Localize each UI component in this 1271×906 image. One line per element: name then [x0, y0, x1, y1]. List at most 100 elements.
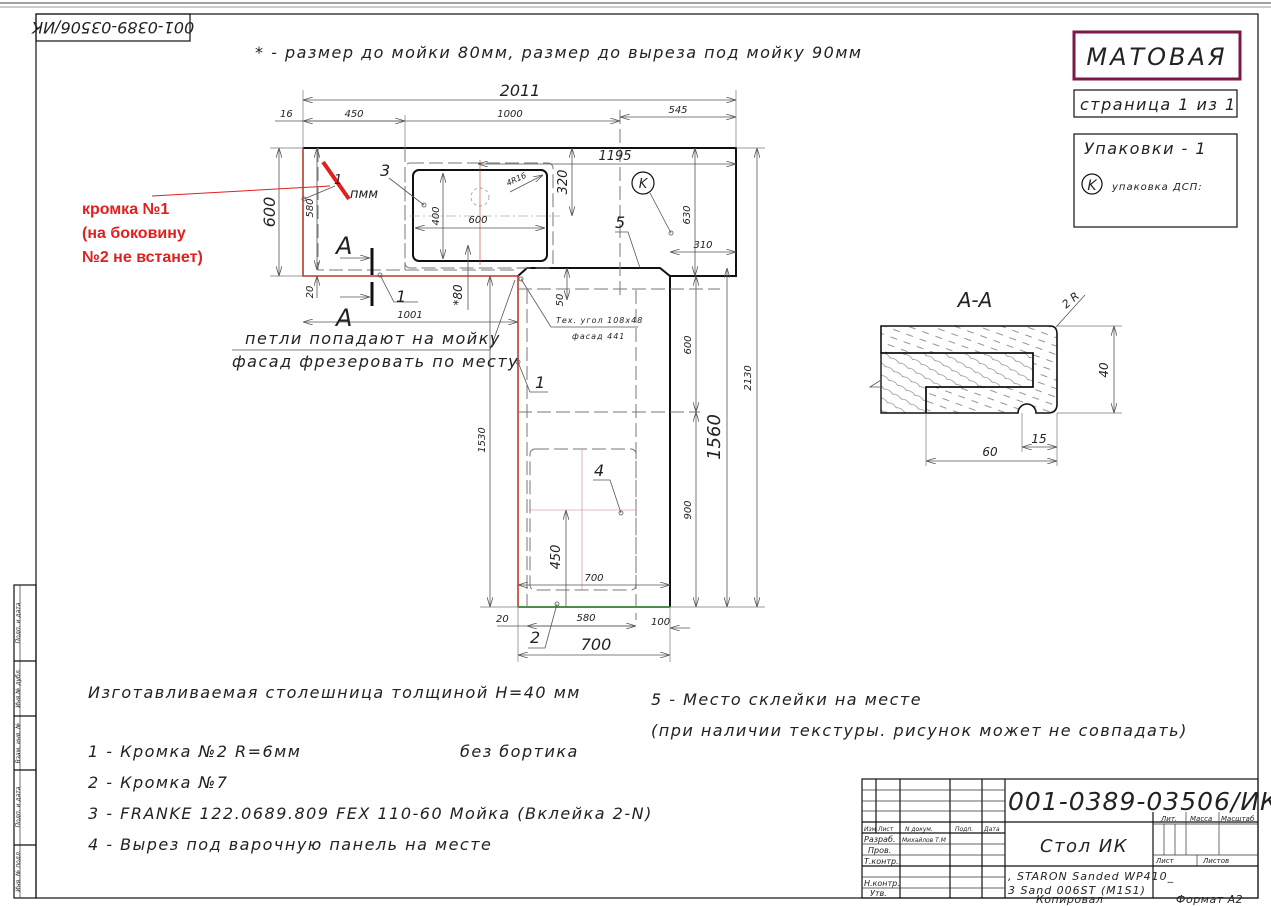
header-note: * - размер до мойки 80мм, размер до выре…: [255, 43, 862, 62]
section-mark-bottom: A: [334, 304, 352, 332]
dim-310: 310: [693, 240, 712, 251]
section-width-60: 60: [982, 445, 998, 459]
dim-50: 50: [555, 294, 566, 307]
dim-1195: 1195: [598, 149, 631, 164]
sheet-label: Лист: [1155, 857, 1175, 865]
callout-4: 4: [594, 461, 604, 480]
scale-label: Масштаб: [1221, 815, 1255, 823]
section-mark-top: A: [334, 232, 352, 260]
side-stamp: Подп. и дата Инв.№ дубл. Взам. инв. № По…: [13, 584, 37, 899]
row-approved: Утв.: [870, 889, 887, 898]
notes: Изготавливаемая столешница толщиной H=40…: [88, 683, 1188, 854]
finish-label: МАТОВАЯ: [1086, 43, 1227, 71]
format-label: Формат A2: [1176, 893, 1243, 906]
material-line1: , STARON Sanded WP410_: [1008, 870, 1174, 883]
page-box: [1073, 89, 1238, 118]
developer-name: Михайлов Т.М: [902, 837, 947, 844]
dim-overall-width: 2011: [500, 81, 541, 100]
mirrored-code: 001-0389-03506/ИК: [31, 18, 194, 37]
dim-1001: 1001: [397, 310, 422, 321]
edge-warning-line2: (на боковину: [82, 225, 186, 242]
dim-20-bottom: 20: [496, 614, 509, 625]
note-5: 5 - Место склейки на месте: [651, 690, 922, 709]
callout-k: K: [639, 177, 649, 192]
col-sign: Подп.: [955, 826, 973, 833]
copied-label: Копировал: [1036, 893, 1103, 906]
finish-box: [1072, 30, 1242, 81]
note-1-extra: без бортика: [460, 742, 579, 761]
section-a-a: A-A 2 R 40 60 15: [868, 288, 1122, 466]
drawing-frame: [35, 13, 1259, 899]
edge-warning-line3: №2 не встанет): [82, 249, 203, 266]
side-stamp-3: Взам. инв. №: [15, 723, 22, 764]
corner-note-2: фасад 441: [572, 332, 625, 341]
callout-1c: 1: [535, 373, 545, 392]
dim-450-hob: 450: [549, 545, 564, 570]
drawing-code: 001-0389-03506/ИК: [1008, 787, 1271, 816]
section-height-40: 40: [1097, 362, 1111, 378]
dim-1560: 1560: [704, 414, 725, 460]
row-checked: Пров.: [868, 846, 891, 855]
dim-1530: 1530: [477, 427, 488, 452]
k-symbol-label: K: [1087, 178, 1098, 194]
edge-warning-line1: кромка №1: [82, 201, 169, 218]
side-stamp-2: Инв.№ дубл.: [15, 668, 22, 707]
drawing-name: Стол ИК: [1040, 836, 1128, 857]
note-3: 3 - FRANKE 122.0689.809 FEX 110-60 Мойка…: [88, 804, 653, 823]
dim-100: 100: [651, 617, 670, 628]
dim-700: 700: [581, 635, 612, 654]
hinge-note-1: петли попадают на мойку: [245, 329, 501, 348]
col-izm: Изм: [864, 826, 877, 833]
section-radius: 2 R: [1060, 290, 1082, 312]
note-thickness: Изготавливаемая столешница толщиной H=40…: [88, 683, 581, 702]
dimensions: 2011 16 450 1000 545 1195 600 580 320 40…: [260, 81, 765, 662]
drain-icon: [470, 187, 490, 207]
callout-2: 2: [530, 628, 540, 647]
col-date: Дата: [983, 826, 1000, 833]
dim-2130: 2130: [743, 365, 754, 390]
hinge-note-2: фасад фрезеровать по месту: [232, 352, 519, 371]
col-doc: N докум.: [905, 826, 933, 833]
callout-1b: 1: [396, 287, 406, 306]
edge-strike-mark: [321, 160, 351, 201]
title-block: 001-0389-03506/ИК Стол ИК , STARON Sande…: [861, 778, 1271, 899]
note-1: 1 - Кромка №2 R=6мм: [88, 742, 301, 761]
k-symbol-icon: [1081, 173, 1103, 195]
callout-5: 5: [615, 213, 625, 232]
sheets-label: Листов: [1202, 857, 1229, 865]
packages-title: Упаковки - 1: [1084, 139, 1207, 158]
row-tech-control: Т.контр.: [864, 857, 899, 866]
edge-1-red: [302, 148, 519, 607]
lit-label: Лит.: [1160, 815, 1177, 823]
note-4: 4 - Вырез под варочную панель на месте: [88, 835, 492, 854]
mass-label: Масса: [1190, 815, 1212, 823]
copied-label-bg: [1030, 899, 1120, 906]
material-line2: 3 Sand 006ST (M1S1): [1008, 884, 1146, 897]
section-width-15: 15: [1031, 432, 1046, 446]
dim-545: 545: [668, 105, 687, 116]
page-label: страница 1 из 1: [1080, 95, 1237, 114]
note-2: 2 - Кромка №7: [88, 773, 228, 792]
dim-600-sink: 600: [468, 215, 487, 226]
dim-600-leg: 600: [683, 335, 694, 354]
dim-16: 16: [280, 109, 293, 120]
note-5-extra: (при наличии текстуры. рисунок может не …: [651, 721, 1188, 740]
dim-900: 900: [683, 500, 694, 519]
format-label-bg: [1170, 899, 1250, 906]
callout-1-mm: пмм: [350, 187, 378, 202]
dim-80: *80: [451, 284, 465, 306]
dim-1000: 1000: [497, 109, 522, 120]
dim-400: 400: [431, 206, 442, 225]
callouts: 1 пмм 3 K 5 1 1 4 2 A A Тех. угол 108x48…: [232, 161, 674, 649]
col-list: Лист: [877, 826, 894, 833]
dim-580: 580: [305, 198, 316, 217]
packages-item: упаковка ДСП:: [1111, 182, 1203, 193]
dim-450: 450: [344, 109, 363, 120]
side-stamp-1: Подп. и дата: [15, 602, 22, 643]
row-norm-control: Н.контр.: [864, 879, 900, 888]
packages-box: [1073, 133, 1238, 228]
side-stamp-5: Инв. № подл.: [15, 850, 22, 891]
side-stamp-4: Подп. и дата: [15, 786, 22, 827]
dim-630: 630: [682, 205, 693, 224]
